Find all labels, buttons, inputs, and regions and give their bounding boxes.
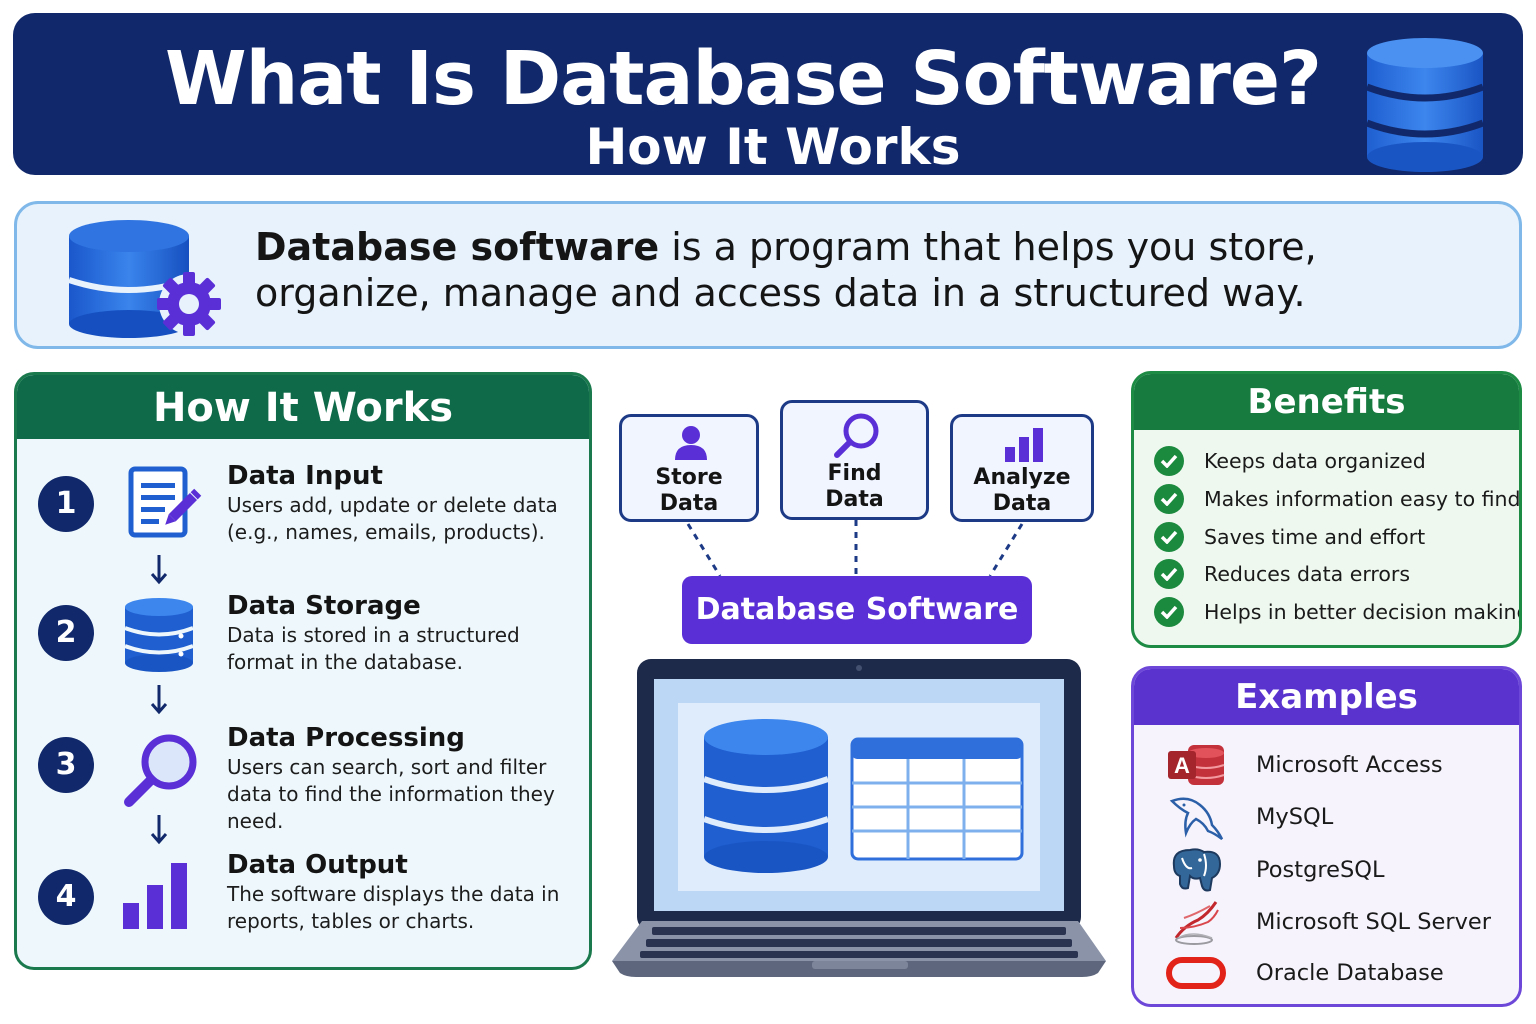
examples-title: Examples (1134, 669, 1519, 725)
example-item: MySQL (1164, 793, 1333, 841)
definition-body: is a program that helps you store, organ… (255, 225, 1317, 315)
examples-panel: Examples A Microsoft Access MySQL Postgr… (1131, 666, 1522, 1007)
postgresql-elephant-icon (1172, 848, 1222, 892)
database-settings-icon (68, 220, 221, 338)
bar-chart-icon (123, 863, 187, 929)
benefit-item: Helps in better decision making (1154, 596, 1522, 628)
step-description: Users can search, sort and filter data t… (227, 755, 555, 833)
benefit-item: Makes information easy to find (1154, 483, 1521, 515)
step-title: Data Processing (227, 723, 465, 753)
definition-term: Database software (255, 225, 660, 269)
example-item: Microsoft SQL Server (1164, 898, 1491, 946)
function-label: Find (827, 461, 882, 486)
laptop-icon (612, 659, 1106, 977)
down-arrow-icon (150, 685, 168, 715)
step-number: 4 (38, 869, 94, 925)
step-number: 2 (38, 605, 94, 661)
function-label: Data (992, 491, 1052, 516)
analyze-data-box: Analyze Data (950, 414, 1094, 522)
svg-text:A: A (1174, 753, 1190, 778)
definition-text: Database software is a program that help… (255, 224, 1495, 316)
check-icon (1154, 446, 1184, 476)
user-icon (675, 426, 707, 460)
benefits-title: Benefits (1134, 374, 1519, 430)
step-number: 1 (38, 476, 94, 532)
benefit-item: Saves time and effort (1154, 521, 1425, 553)
sql-server-logo-icon (1174, 901, 1219, 945)
check-icon (1154, 597, 1184, 627)
step-number: 3 (38, 737, 94, 793)
benefits-panel: Benefits Keeps data organized Makes info… (1131, 371, 1522, 648)
benefit-text: Saves time and effort (1204, 525, 1426, 549)
bar-chart-icon (1005, 428, 1043, 462)
function-label: Store (655, 465, 723, 490)
oracle-logo-icon (1166, 957, 1226, 989)
example-name: PostgreSQL (1256, 857, 1385, 883)
check-icon (1154, 559, 1184, 589)
example-item: A Microsoft Access (1164, 741, 1443, 789)
step-title: Data Input (227, 461, 383, 491)
example-item: PostgreSQL (1164, 846, 1385, 894)
mysql-dolphin-icon (1169, 797, 1224, 841)
benefit-item: Keeps data organized (1154, 445, 1426, 477)
benefit-text: Reduces data errors (1204, 562, 1411, 586)
check-icon (1154, 522, 1184, 552)
down-arrow-icon (150, 555, 168, 585)
database-icon (124, 598, 194, 672)
magnifier-icon (834, 413, 879, 458)
example-name: Oracle Database (1256, 960, 1444, 986)
find-data-box: Find Data (780, 400, 929, 520)
database-software-label: Database Software (682, 576, 1032, 644)
database-icon (1365, 38, 1485, 172)
step-description: The software displays the data in report… (227, 882, 560, 933)
benefit-text: Keeps data organized (1204, 449, 1426, 473)
how-it-works-title: How It Works (17, 375, 589, 439)
page-title: What Is Database Software? (165, 36, 1322, 122)
access-logo-icon: A (1168, 745, 1225, 785)
step-title: Data Output (227, 850, 408, 880)
function-label: Analyze (973, 465, 1071, 490)
page-subtitle: How It Works (585, 118, 961, 176)
benefit-item: Reduces data errors (1154, 558, 1410, 590)
document-edit-icon (128, 466, 202, 538)
example-name: Microsoft Access (1256, 752, 1443, 778)
store-data-box: Store Data (619, 414, 759, 522)
function-label: Data (659, 491, 719, 516)
check-icon (1154, 484, 1184, 514)
magnifier-icon (124, 734, 197, 807)
header-banner: What Is Database Software? How It Works (13, 13, 1523, 175)
example-name: MySQL (1256, 804, 1334, 830)
benefit-text: Makes information easy to find (1204, 487, 1521, 511)
step-description: Users add, update or delete data (e.g., … (227, 493, 558, 544)
example-item: Oracle Database (1164, 949, 1444, 997)
how-it-works-panel: How It Works 1 Data Input Users add, upd… (14, 372, 592, 970)
definition-box: Database software is a program that help… (14, 201, 1522, 349)
step-title: Data Storage (227, 591, 421, 621)
down-arrow-icon (150, 815, 168, 845)
benefit-text: Helps in better decision making (1204, 600, 1522, 624)
function-label: Data (825, 487, 884, 512)
step-description: Data is stored in a structured format in… (227, 623, 520, 674)
example-name: Microsoft SQL Server (1256, 909, 1492, 935)
